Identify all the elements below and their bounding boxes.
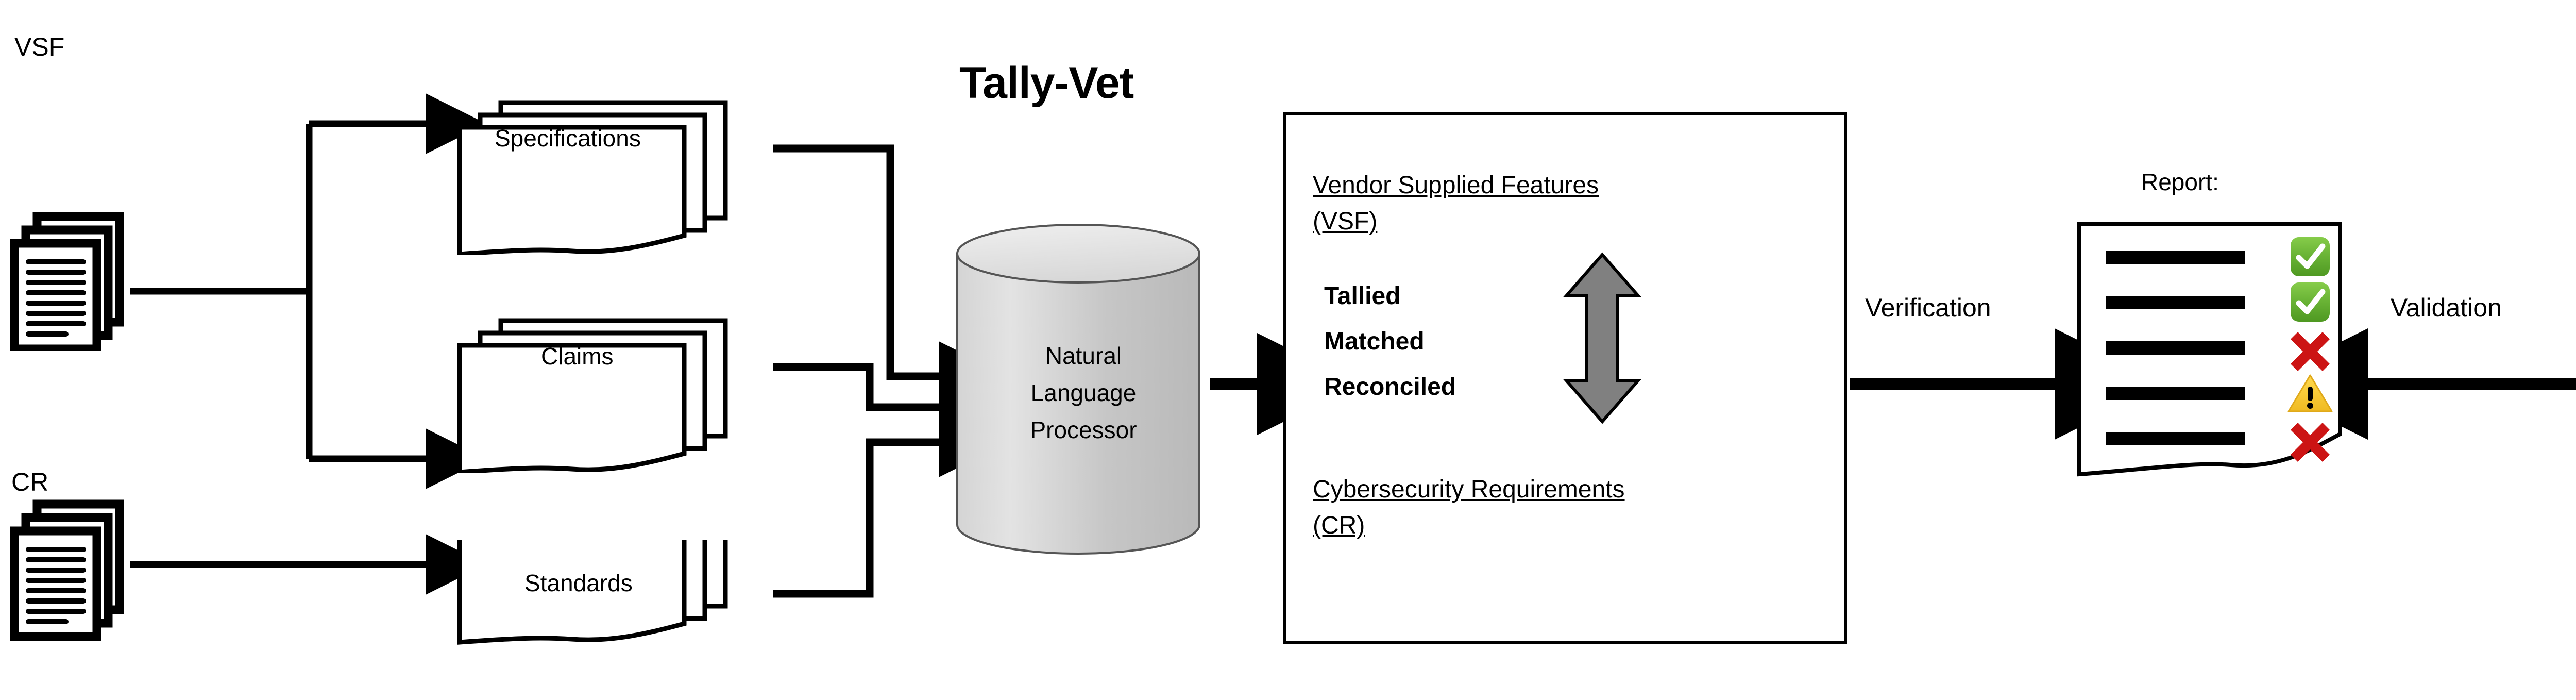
report-paper bbox=[2077, 222, 2342, 477]
nlp-line-2: Language bbox=[1030, 379, 1137, 406]
red-x-icon bbox=[2291, 332, 2330, 371]
tally-vet-box bbox=[1283, 112, 1847, 644]
nlp-line-3: Processor bbox=[1030, 416, 1137, 443]
claims-to-nlp-connector bbox=[773, 363, 1009, 442]
tally-vet-vsf-heading: Vendor Supplied Features bbox=[1313, 172, 1599, 199]
diagram-canvas: VSF CR bbox=[10, 32, 2576, 645]
standards-to-nlp-connector bbox=[773, 407, 1009, 598]
red-x-icon bbox=[2291, 423, 2330, 462]
report-text-lines bbox=[2106, 251, 2245, 445]
yellow-warning-icon bbox=[2287, 374, 2333, 412]
tally-vet-title: Tally-Vet bbox=[959, 58, 1134, 108]
tally-vet-bold-line-2: Matched bbox=[1324, 328, 1425, 355]
document-stack-label: Specifications bbox=[495, 125, 641, 152]
tally-vet-cr-heading: Cybersecurity Requirements bbox=[1313, 476, 1625, 503]
vsf-branch-connector bbox=[130, 93, 486, 489]
tally-vet-bold-line-1: Tallied bbox=[1324, 282, 1401, 310]
tally-vet-bold-line-3: Reconciled bbox=[1324, 373, 1456, 401]
tally-vet-vsf-abbrev: (VSF) bbox=[1313, 208, 1378, 235]
document-stack-claims bbox=[457, 318, 728, 473]
verification-label: Verification bbox=[1865, 293, 1991, 322]
connector-lines-layer bbox=[130, 93, 2576, 598]
document-stack-icon bbox=[10, 212, 124, 351]
double-headed-vertical-arrow-icon bbox=[1563, 252, 1642, 424]
report-title: Report: bbox=[2141, 169, 2219, 195]
document-stack-label: Standards bbox=[524, 570, 633, 596]
cr-source-label: CR bbox=[11, 468, 49, 496]
nlp-line-1: Natural bbox=[1045, 342, 1122, 369]
vsf-source-label: VSF bbox=[14, 32, 65, 61]
document-stack-icon bbox=[10, 499, 124, 641]
document-stack-label: Claims bbox=[541, 343, 614, 370]
validation-label: Validation bbox=[2391, 293, 2502, 322]
specifications-to-nlp-connector bbox=[773, 144, 1009, 411]
document-stack-specifications bbox=[457, 100, 728, 255]
green-check-icon bbox=[2291, 237, 2330, 276]
tally-vet-cr-abbrev: (CR) bbox=[1313, 512, 1365, 539]
document-stack-standards bbox=[457, 540, 728, 645]
natural-language-processor-cylinder bbox=[956, 224, 1200, 555]
green-check-icon bbox=[2291, 282, 2330, 322]
